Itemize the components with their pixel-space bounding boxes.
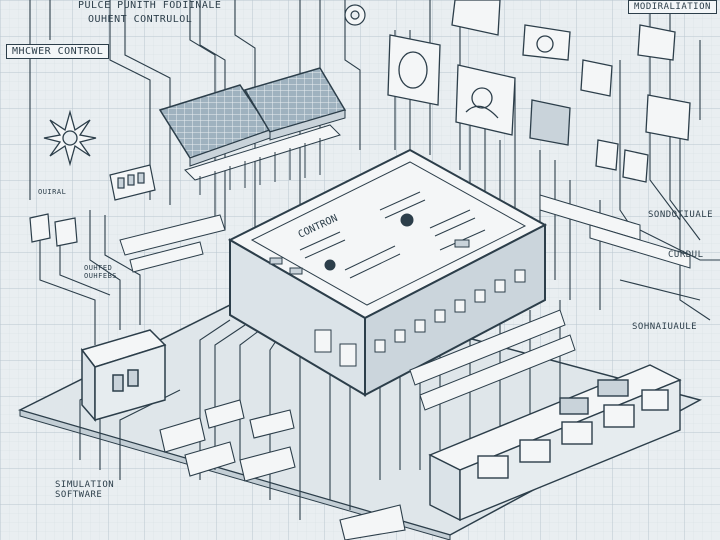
label-simulation-line2: SOFTWARE (55, 490, 103, 500)
monitor-display (387, 0, 691, 183)
label-right-1: SONDOTIUALE (648, 210, 714, 220)
label-pulse-power: PULCE PUNITH FODIINALE (78, 0, 222, 11)
cabinet-left (80, 329, 167, 423)
label-power-control: MHCWER CONTROL (6, 44, 110, 59)
label-left-block-line2: OUHFEBS (84, 272, 118, 280)
bottom-modules (159, 399, 406, 540)
gear-icon (344, 4, 366, 26)
terminal-strip-right (539, 194, 691, 269)
main-controller-unit: CONTRON (227, 148, 548, 397)
label-left-block: OUHFED OUHFEBS (84, 264, 117, 280)
solar-panel-array (158, 67, 347, 195)
label-left-block-line1: OUHFED (84, 264, 113, 272)
label-simulation-line1: SIMULATION (55, 480, 115, 490)
solar-panel-connector-strip (184, 124, 341, 195)
label-current-control: OUHENT CONTRULOL (88, 14, 193, 25)
relay-block-left (119, 214, 226, 273)
label-right-3: SOHNAIUAULE (632, 322, 698, 332)
rack-units-right (428, 364, 682, 522)
solar-panel (158, 84, 272, 167)
relay-column-right (409, 309, 576, 411)
sun-icon (43, 109, 97, 167)
label-right-2: CURDUL (668, 250, 704, 260)
label-modulation: MODIRALIATION (628, 0, 717, 14)
solar-panel (243, 67, 347, 141)
label-small-left: OUIRAL (38, 188, 67, 196)
label-simulation-software: SIMULATION SOFTWARE (55, 480, 114, 500)
small-module-left (29, 164, 156, 247)
